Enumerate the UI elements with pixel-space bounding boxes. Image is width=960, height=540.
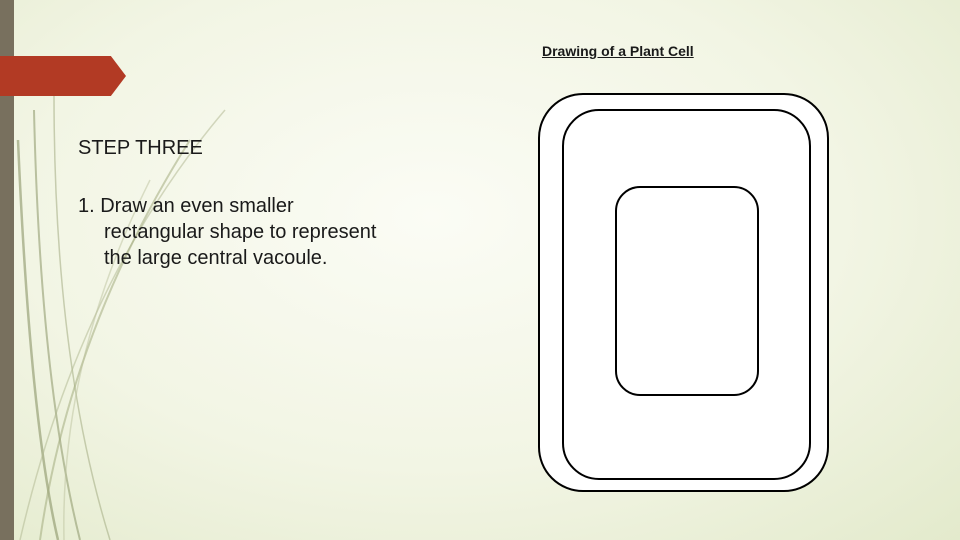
left-sidebar-bar (0, 0, 14, 540)
step-item: 1. Draw an even smaller rectangular shap… (78, 195, 377, 269)
decorative-grass-lines (16, 94, 226, 540)
central-vacuole-outline (615, 186, 759, 396)
accent-arrow-shape (0, 56, 126, 96)
slide-heading: STEP THREE (78, 137, 203, 159)
plant-cell-drawing (538, 93, 829, 492)
figure-caption: Drawing of a Plant Cell (542, 43, 694, 59)
step-list: 1. Draw an even smaller rectangular shap… (78, 193, 378, 271)
